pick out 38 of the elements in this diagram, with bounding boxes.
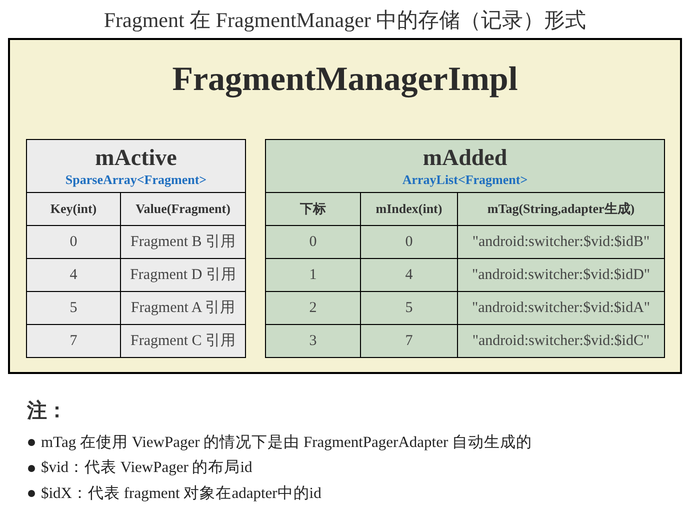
table-cell: 1	[266, 258, 361, 291]
table-cell: 0	[266, 225, 361, 258]
column-header: mIndex(int)	[361, 192, 458, 225]
column-header: mTag(String,adapter生成)	[458, 192, 664, 225]
table-cell: 0	[361, 225, 458, 258]
type-label: ArrayList<Fragment>	[402, 170, 528, 188]
class-heading: FragmentManagerImpl	[172, 60, 518, 100]
table-title: mAdded	[422, 144, 508, 170]
table-cell: "android:switcher:$vid:$idC"	[458, 324, 664, 357]
table-cell: 5	[361, 291, 458, 324]
table-cell: 3	[266, 324, 361, 357]
table-cell: Fragment D 引用	[121, 258, 245, 291]
column-header: Key(int)	[27, 192, 121, 225]
table-cell: 4	[361, 258, 458, 291]
type-label: SparseArray<Fragment>	[65, 170, 207, 188]
note-text: $idX：代表 fragment 对象在adapter中的id	[41, 484, 322, 504]
table-cell: Fragment C 引用	[121, 324, 245, 357]
table-cell: 0	[27, 225, 121, 258]
table-cell: Fragment B 引用	[121, 225, 245, 258]
table-cell: "android:switcher:$vid:$idA"	[458, 291, 664, 324]
table-cell: 5	[27, 291, 121, 324]
note-text: mTag 在使用 ViewPager 的情况下是由 FragmentPagerAdapter 自动生成的	[41, 432, 532, 453]
table-cell: 7	[361, 324, 458, 357]
notes-heading: 注：	[27, 398, 67, 424]
table-panel	[26, 139, 246, 358]
diagram-title: Fragment 在 FragmentManager 中的存储（记录）形式	[104, 7, 586, 34]
column-header: 下标	[266, 192, 361, 225]
table-title: mActive	[95, 144, 177, 170]
table-cell: 7	[27, 324, 121, 357]
note-text: $vid：代表 ViewPager 的布局id	[41, 458, 252, 478]
table-cell: Fragment A 引用	[121, 291, 245, 324]
table-cell: 4	[27, 258, 121, 291]
table-cell: "android:switcher:$vid:$idB"	[458, 225, 664, 258]
table-cell: "android:switcher:$vid:$idD"	[458, 258, 664, 291]
column-header: Value(Fragment)	[121, 192, 245, 225]
table-panel	[265, 139, 665, 358]
table-cell: 2	[266, 291, 361, 324]
class-frame	[8, 38, 682, 374]
